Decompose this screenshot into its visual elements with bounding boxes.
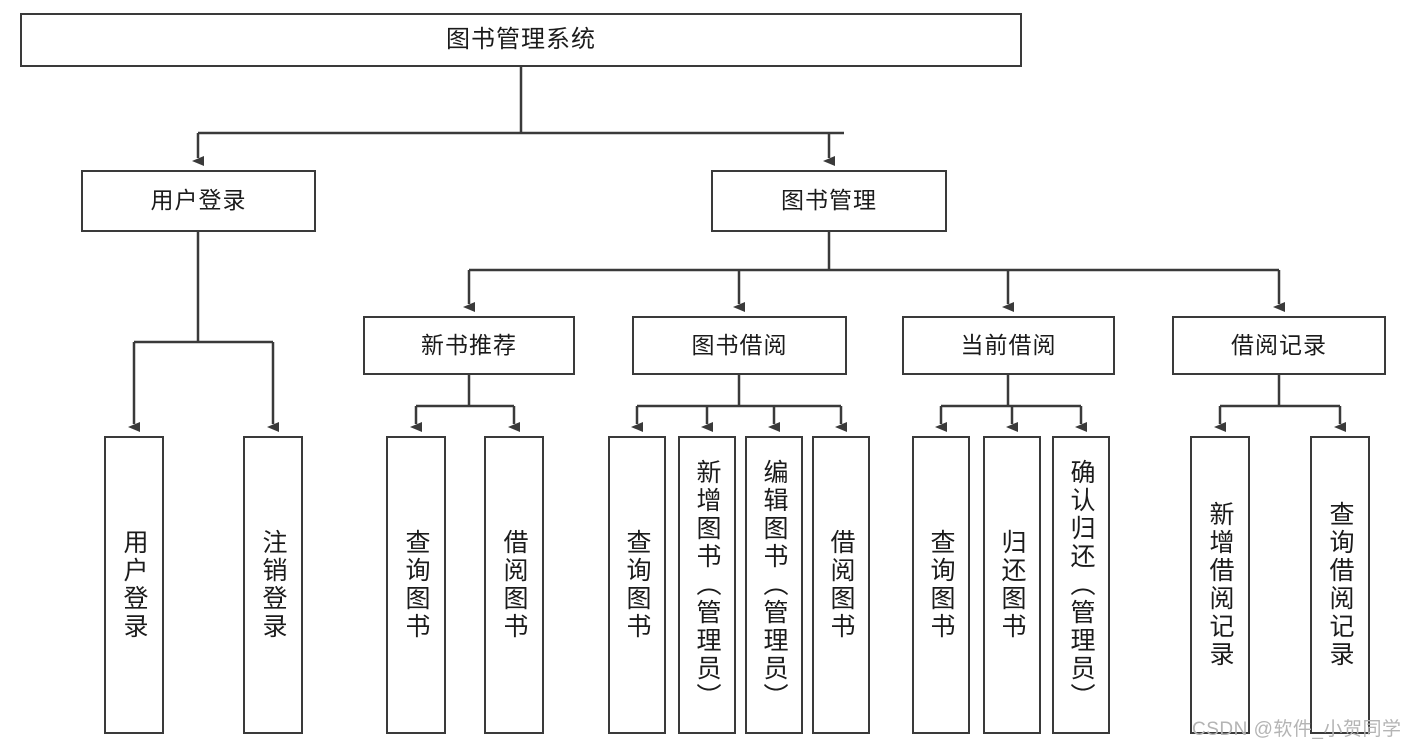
leaf-label: 确认归还（管理员） <box>1067 459 1095 711</box>
leaf-label: 查询图书 <box>927 529 955 641</box>
leaf-label: 借阅图书 <box>827 529 855 641</box>
node-leaf-query-book-current[interactable]: 查询图书 <box>912 436 970 734</box>
leaf-label: 新增借阅记录 <box>1206 501 1234 669</box>
node-leaf-borrow-book-recommend[interactable]: 借阅图书 <box>484 436 544 734</box>
node-leaf-borrow-book[interactable]: 借阅图书 <box>812 436 870 734</box>
node-user-login[interactable]: 用户登录 <box>81 170 316 232</box>
leaf-label: 注销登录 <box>259 529 287 641</box>
node-book-borrow[interactable]: 图书借阅 <box>632 316 847 375</box>
leaf-label: 查询图书 <box>623 529 651 641</box>
node-new-book-recommend[interactable]: 新书推荐 <box>363 316 575 375</box>
node-leaf-return-book[interactable]: 归还图书 <box>983 436 1041 734</box>
node-borrow-record[interactable]: 借阅记录 <box>1172 316 1386 375</box>
leaf-label: 查询图书 <box>402 529 430 641</box>
leaf-label: 用户登录 <box>120 529 148 641</box>
node-leaf-query-borrow-record[interactable]: 查询借阅记录 <box>1310 436 1370 734</box>
csdn-watermark: CSDN @软件_小贺同学 <box>1192 719 1402 740</box>
node-leaf-logout[interactable]: 注销登录 <box>243 436 303 734</box>
node-leaf-add-borrow-record[interactable]: 新增借阅记录 <box>1190 436 1250 734</box>
node-leaf-user-login[interactable]: 用户登录 <box>104 436 164 734</box>
node-leaf-query-book-borrow[interactable]: 查询图书 <box>608 436 666 734</box>
node-leaf-confirm-return-admin[interactable]: 确认归还（管理员） <box>1052 436 1110 734</box>
leaf-label: 归还图书 <box>998 529 1026 641</box>
node-leaf-edit-book-admin[interactable]: 编辑图书（管理员） <box>745 436 803 734</box>
node-current-borrow[interactable]: 当前借阅 <box>902 316 1115 375</box>
leaf-label: 借阅图书 <box>500 529 528 641</box>
node-root-system[interactable]: 图书管理系统 <box>20 13 1022 67</box>
node-leaf-add-book-admin[interactable]: 新增图书（管理员） <box>678 436 736 734</box>
leaf-label: 新增图书（管理员） <box>693 459 721 711</box>
node-book-manage[interactable]: 图书管理 <box>711 170 947 232</box>
node-leaf-query-book-recommend[interactable]: 查询图书 <box>386 436 446 734</box>
leaf-label: 编辑图书（管理员） <box>760 459 788 711</box>
leaf-label: 查询借阅记录 <box>1326 501 1354 669</box>
